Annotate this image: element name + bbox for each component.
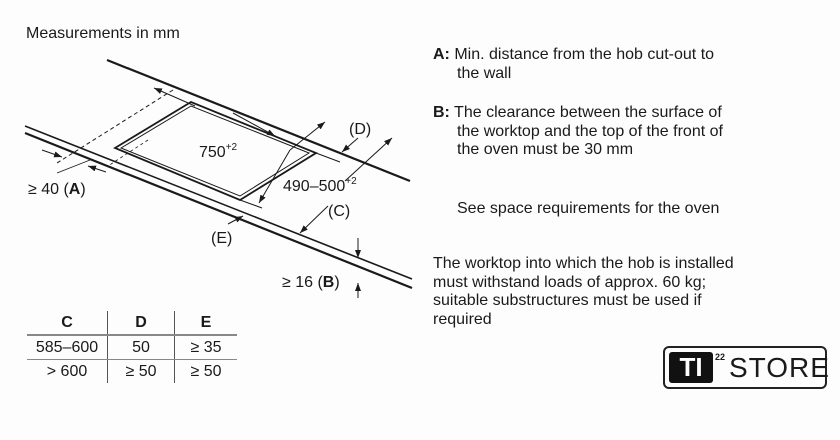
- cutout-inner: [119, 105, 311, 197]
- label-b: ≥ 16 (B): [282, 274, 340, 291]
- worktop-front-edge: [24, 125, 413, 280]
- label-e: (E): [211, 230, 232, 247]
- dashed-guide: [56, 89, 174, 164]
- wall-line: [106, 58, 411, 183]
- page-title: Measurements in mm: [26, 25, 180, 42]
- table-row: > 600≥ 50≥ 50: [27, 359, 237, 383]
- label-c: (C): [328, 203, 350, 220]
- space-requirements-note: See space requirements for the oven: [457, 200, 720, 217]
- label-a: ≥ 40 (A): [28, 181, 86, 198]
- label-d: (D): [349, 121, 371, 138]
- cutout-depth-label: 490–500+2: [283, 176, 357, 195]
- note-b: B: The clearance between the surface of …: [433, 104, 723, 158]
- tistore-logo: TI 22 STORE: [663, 346, 829, 389]
- cutout-width-label: 750+2: [199, 142, 238, 161]
- worktop-bottom-edge: [24, 131, 413, 290]
- load-note: The worktop into which the hob is instal…: [433, 255, 734, 328]
- note-a: A: Min. distance from the hob cut-out to…: [433, 46, 715, 82]
